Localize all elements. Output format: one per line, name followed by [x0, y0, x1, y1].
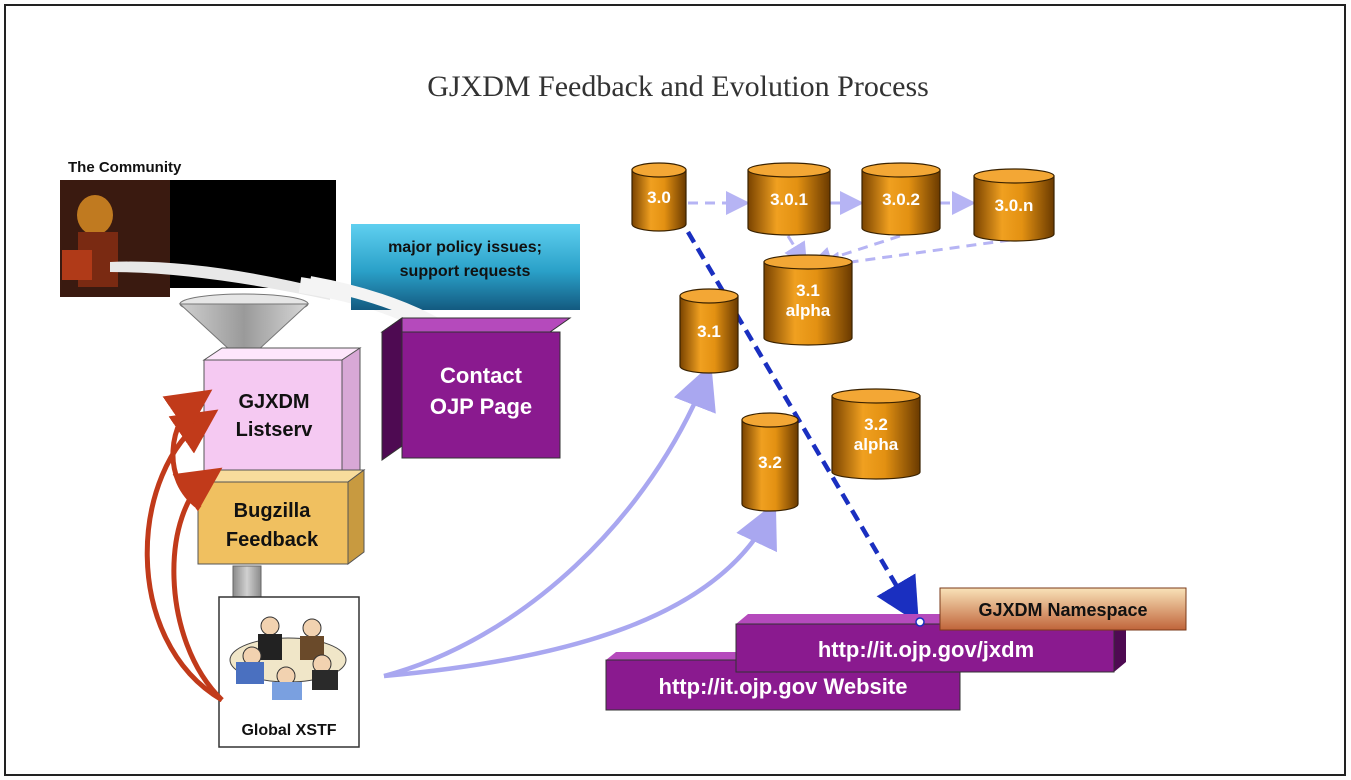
xstf-box: Global XSTF	[218, 596, 360, 748]
namespace-arrow	[686, 230, 919, 624]
community-label: The Community	[68, 159, 182, 176]
cylinder-v302: 3.0.2	[861, 162, 941, 236]
cylinder-label-v31: 3.1	[697, 322, 721, 341]
website-label: http://it.ojp.gov Website	[659, 674, 908, 699]
listserv-box: GJXDM Listserv	[202, 347, 362, 491]
contact-ojp-box: Contact OJP Page	[380, 317, 572, 461]
diagram-title: GJXDM Feedback and Evolution Process	[427, 70, 929, 103]
bugzilla-line-2: Feedback	[226, 529, 319, 551]
xstf-label: Global XSTF	[241, 722, 336, 739]
cylinder-v30: 3.0	[631, 162, 687, 232]
cylinder-v30n: 3.0.n	[973, 168, 1055, 242]
policy-line-1: major policy issues;	[388, 239, 542, 256]
website-box: http://it.ojp.gov Website	[605, 652, 970, 711]
version-flow-arrows	[688, 191, 1011, 276]
contact-line-1: Contact	[440, 363, 523, 388]
cylinder-v32: 3.2	[741, 412, 799, 512]
community-photo	[60, 180, 336, 300]
cylinder-v31: 3.1	[679, 288, 739, 374]
bugzilla-box: Bugzilla Feedback	[196, 469, 366, 565]
listserv-line-1: GJXDM	[238, 391, 309, 413]
cylinder-label-v30n: 3.0.n	[995, 196, 1034, 215]
cylinder-label-v31alpha-0: 3.1	[796, 281, 820, 300]
cylinder-label-v302: 3.0.2	[882, 190, 920, 209]
cylinder-label-v32: 3.2	[758, 453, 782, 472]
release-arrows	[383, 363, 777, 679]
listserv-line-2: Listserv	[236, 419, 314, 441]
cylinder-label-v32alpha-1: alpha	[854, 435, 899, 454]
namespace-tag: GJXDM Namespace	[939, 587, 1187, 631]
bugzilla-line-1: Bugzilla	[234, 500, 312, 522]
namespace-label: GJXDM Namespace	[978, 600, 1147, 620]
feedback-arrows	[144, 389, 224, 703]
cylinder-v301: 3.0.1	[747, 162, 831, 236]
cylinder-label-v31alpha-1: alpha	[786, 301, 831, 320]
cylinder-label-v30: 3.0	[647, 188, 671, 207]
contact-line-2: OJP Page	[430, 394, 532, 419]
cylinder-label-v301: 3.0.1	[770, 190, 808, 209]
meeting-clipart	[229, 616, 347, 700]
cylinder-label-v32alpha-0: 3.2	[864, 415, 888, 434]
policy-line-2: support requests	[400, 263, 531, 280]
jxdm-url: http://it.ojp.gov/jxdm	[818, 637, 1034, 662]
namespace-connector-dot	[915, 617, 925, 627]
policy-callout: major policy issues; support requests	[351, 224, 580, 310]
